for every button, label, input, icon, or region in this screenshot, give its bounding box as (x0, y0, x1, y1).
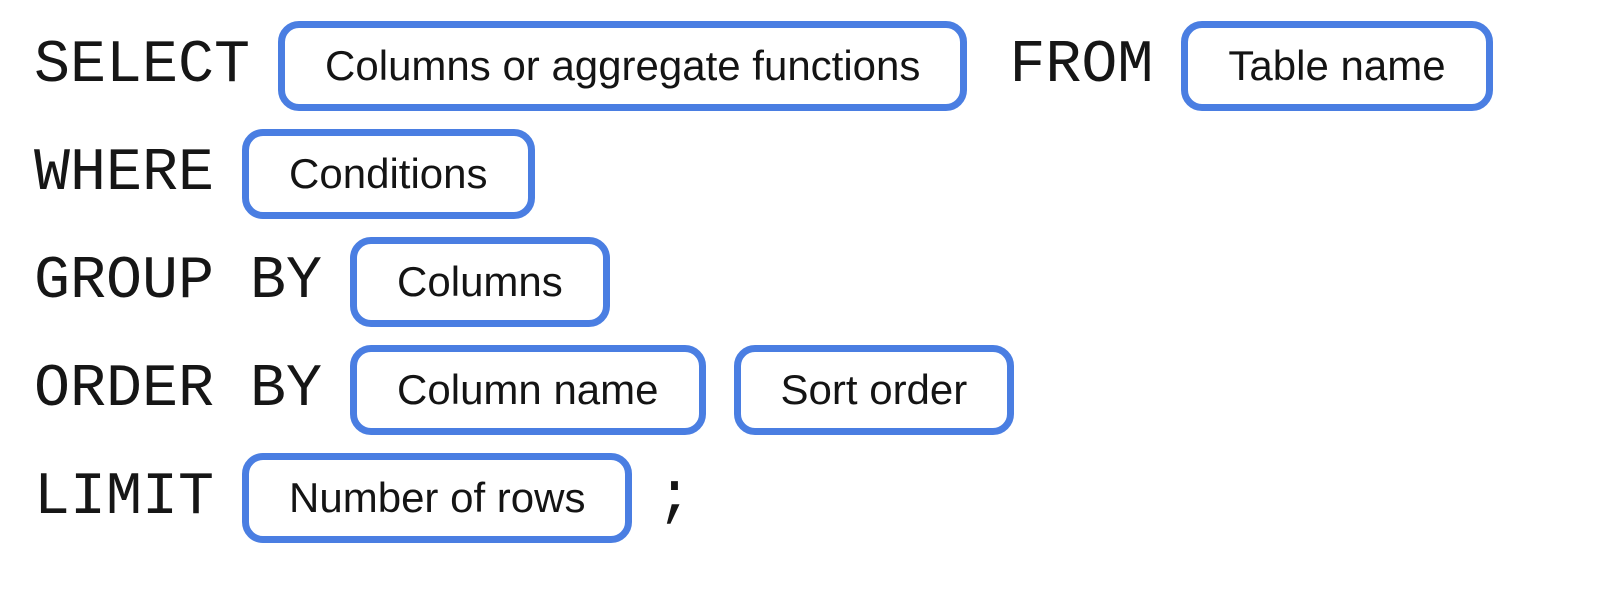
keyword-from: FROM (1009, 32, 1154, 100)
placeholder-box-table-name: Table name (1181, 21, 1493, 111)
sql-line-order-by: ORDER BY Column name Sort order (34, 345, 1600, 435)
keyword-order-by: ORDER BY (34, 356, 323, 424)
keyword-limit: LIMIT (34, 464, 215, 532)
sql-line-select-from: SELECT Columns or aggregate functions FR… (34, 21, 1600, 111)
sql-line-where: WHERE Conditions (34, 129, 1600, 219)
placeholder-box-conditions: Conditions (242, 129, 535, 219)
keyword-group-by: GROUP BY (34, 248, 323, 316)
sql-line-limit: LIMIT Number of rows ; (34, 453, 1600, 543)
semicolon: ; (656, 464, 693, 532)
placeholder-box-sort-order: Sort order (733, 345, 1015, 435)
keyword-select: SELECT (34, 32, 251, 100)
placeholder-box-columns: Columns (350, 237, 610, 327)
placeholder-box-column-name: Column name (350, 345, 706, 435)
keyword-where: WHERE (34, 140, 215, 208)
placeholder-box-number-of-rows: Number of rows (242, 453, 633, 543)
sql-line-group-by: GROUP BY Columns (34, 237, 1600, 327)
placeholder-box-columns-or-aggregate-functions: Columns or aggregate functions (278, 21, 968, 111)
